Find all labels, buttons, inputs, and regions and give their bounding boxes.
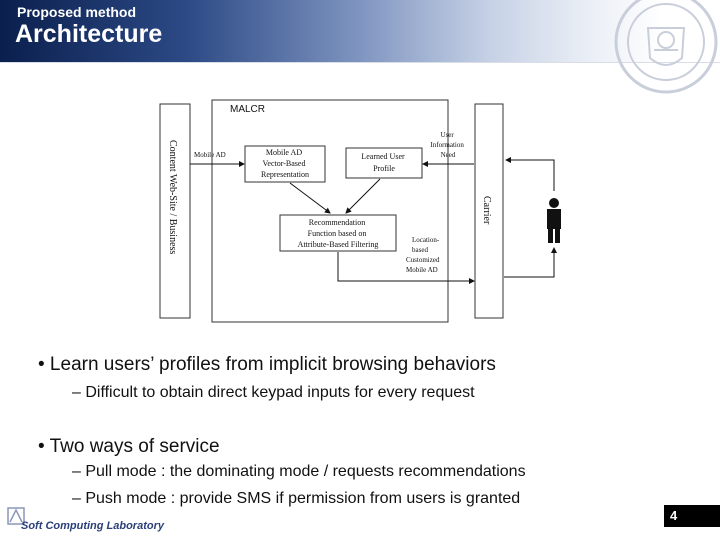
location-line1: Location- [412, 236, 440, 244]
architecture-diagram: MALCR Content Web-Site / Business Carrie… [159, 99, 561, 323]
bullet-2-sub-2: – Push mode : provide SMS if permission … [72, 490, 521, 507]
malcr-box [211, 99, 449, 323]
bullet-1-sub-1: – Difficult to obtain direct keypad inpu… [72, 384, 475, 401]
user-info-line3: Need [441, 151, 456, 159]
carrier-bar [474, 103, 504, 319]
user-icon [547, 198, 561, 243]
svg-text:Recommendation Function ba: Recommendation Function based on Attribu… [298, 218, 379, 249]
location-line2: based [412, 246, 428, 254]
user-info-line2: Information [430, 141, 464, 149]
slide-title: Architecture [15, 20, 163, 48]
svg-text:Mobile AD Vector-Based: Mobile AD Vector-Based Representation [261, 148, 309, 179]
title-bar: Proposed method Architecture [0, 0, 720, 62]
carrier-label: Carrier [481, 196, 492, 225]
mobile-ad-label: Mobile AD [194, 151, 226, 159]
recommendation-line2: Function based on [308, 229, 367, 238]
vector-box-line2: Vector-Based [263, 159, 306, 168]
profile-box [345, 147, 423, 179]
section-subtitle: Proposed method [17, 4, 137, 20]
lab-logo [7, 507, 25, 525]
malcr-label: MALCR [230, 104, 265, 115]
content-website-bar [159, 103, 191, 319]
vector-box [244, 145, 326, 183]
lab-name: Soft Computing Laboratory [21, 520, 164, 532]
recommendation-line3: Attribute-Based Filtering [298, 240, 379, 249]
profile-box-line1: Learned User [361, 152, 405, 161]
bullet-1: • Learn users’ profiles from implicit br… [38, 354, 496, 375]
content-website-label: Content Web-Site / Business [167, 140, 178, 254]
svg-text:Location- based Custom: Location- based Customized Mobile AD [406, 236, 441, 274]
page-number: 4 [664, 505, 720, 527]
vector-box-line3: Representation [261, 170, 309, 179]
user-info-line1: User [441, 131, 455, 139]
customized-line2: Mobile AD [406, 266, 438, 274]
svg-text:Learned User Profile: Learned User Profile [361, 152, 406, 173]
header-divider [0, 62, 720, 63]
vector-box-line1: Mobile AD [266, 148, 302, 157]
university-seal-logo [614, 0, 718, 94]
recommendation-line1: Recommendation [309, 218, 365, 227]
svg-text:User Information Need: User Information Need [430, 131, 465, 159]
bullet-2-sub-1: – Pull mode : the dominating mode / requ… [72, 463, 526, 480]
profile-box-line2: Profile [373, 164, 395, 173]
customized-line1: Customized [406, 256, 440, 264]
recommendation-box [279, 214, 397, 252]
bullet-2: • Two ways of service [38, 436, 220, 457]
